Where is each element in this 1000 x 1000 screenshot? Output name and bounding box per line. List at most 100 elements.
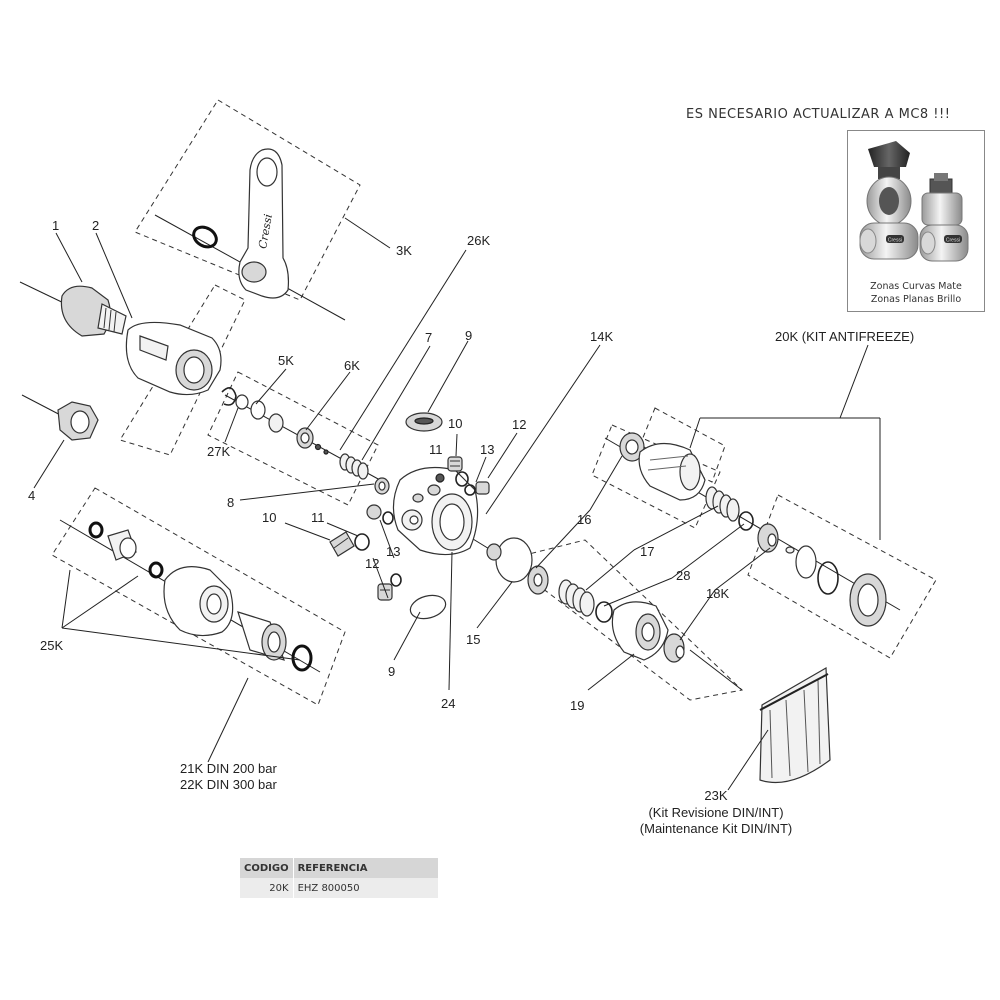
callout-18k: 18K xyxy=(706,586,729,601)
maintenance-kit-code: 23K xyxy=(704,788,727,803)
callout-19: 19 xyxy=(570,698,584,713)
oring-25k-c xyxy=(291,644,313,672)
table-cell-code: 20K xyxy=(240,878,294,898)
photo-caption-gloss: Zonas Planas Brillo xyxy=(870,294,962,305)
callout-25k: 25K xyxy=(40,638,63,653)
oring-25k-a xyxy=(88,521,104,539)
diaphragm-9-bottom xyxy=(409,594,447,620)
reference-table: CODIGO REFERENCIA 20K EHZ 800050 xyxy=(240,858,438,898)
callout-13-right: 13 xyxy=(480,442,494,457)
callout-10-left: 10 xyxy=(262,510,276,525)
yoke-bracket-3k xyxy=(238,148,290,299)
oring-13-right xyxy=(464,484,476,496)
seat-13-left xyxy=(366,504,382,520)
oring-25k-b xyxy=(148,561,164,579)
oring-13-left-a xyxy=(382,511,394,525)
washer-28 xyxy=(738,511,754,531)
pin-18k xyxy=(785,546,795,554)
callout-14k: 14K xyxy=(590,329,613,344)
callout-27k: 27K xyxy=(207,444,230,459)
oring-11-left xyxy=(354,533,370,551)
antifreeze-cap-20k xyxy=(638,442,706,501)
plug-10-right xyxy=(447,456,463,472)
spring-17 xyxy=(705,486,740,522)
oring-18k xyxy=(817,561,839,595)
callout-28: 28 xyxy=(676,568,690,583)
plug-12-left xyxy=(377,583,393,601)
plug-18k-lower xyxy=(663,633,685,663)
din-fitting-25k xyxy=(107,529,137,561)
callout-16: 16 xyxy=(577,512,591,527)
yoke-body-2 xyxy=(125,321,222,396)
callout-6k: 6K xyxy=(344,358,360,373)
yoke-knob-1 xyxy=(60,285,127,337)
seat-5k xyxy=(268,413,284,433)
main-body-24 xyxy=(392,467,479,556)
plug-9-top xyxy=(405,412,443,432)
kit-antifreeze-label: 20K (KIT ANTIFREEZE) xyxy=(775,329,914,344)
din-kit-label-21k: 21K DIN 200 bar xyxy=(180,761,278,776)
washer-27k xyxy=(235,394,249,410)
seat-15-inner xyxy=(486,543,502,561)
cap-19 xyxy=(611,601,669,661)
din-kit-label-22k: 22K DIN 300 bar xyxy=(180,777,278,792)
callout-26k: 26K xyxy=(467,233,490,248)
oring-3k xyxy=(192,225,218,249)
callout-2: 2 xyxy=(92,218,99,233)
plug-12-right xyxy=(475,481,490,495)
circlip-27k xyxy=(221,387,237,406)
photo-brand-mark-right: Cressi xyxy=(946,238,960,244)
callout-8: 8 xyxy=(227,495,234,510)
cap-16 xyxy=(527,565,549,595)
product-photo: Cressi Cressi Zonas Curvas Mate Zonas Pl… xyxy=(847,130,985,312)
callout-10-right: 10 xyxy=(448,416,462,431)
callout-12-right: 12 xyxy=(512,417,526,432)
din-wheel-21k xyxy=(163,566,234,637)
callout-12-left: 12 xyxy=(365,556,379,571)
adjuster-18k xyxy=(757,523,779,553)
din-connector-22k xyxy=(237,611,287,661)
callout-9-bottom: 9 xyxy=(388,664,395,679)
yoke-brand: Cressi xyxy=(256,213,275,250)
callout-9-top: 9 xyxy=(465,328,472,343)
callout-13-left: 13 xyxy=(386,544,400,559)
washer-28-lower xyxy=(595,601,613,623)
kit-box-20k-left xyxy=(639,407,726,483)
plug-10-left xyxy=(329,531,355,557)
cover-18k xyxy=(849,573,887,627)
callout-11-left: 11 xyxy=(311,510,325,525)
spring-17-lower xyxy=(558,579,595,617)
update-note: ES NECESARIO ACTUALIZAR A MC8 !!! xyxy=(686,107,951,122)
callout-3k: 3K xyxy=(396,243,412,258)
callout-11-right: 11 xyxy=(429,442,443,457)
table-row: 20K EHZ 800050 xyxy=(240,878,438,898)
table-header-reference: REFERENCIA xyxy=(293,858,438,878)
callout-1: 1 xyxy=(52,218,59,233)
kit-box-18k xyxy=(747,494,937,659)
maintenance-bag-23k xyxy=(759,666,831,784)
callout-15: 15 xyxy=(466,632,480,647)
callout-5k: 5K xyxy=(278,353,294,368)
photo-caption-matte: Zonas Curvas Mate xyxy=(870,281,962,292)
spring-7 xyxy=(339,453,369,480)
callout-7: 7 xyxy=(425,330,432,345)
callout-24: 24 xyxy=(441,696,455,711)
callout-17: 17 xyxy=(640,544,654,559)
nut-4 xyxy=(57,401,99,441)
diaphragm-15 xyxy=(495,537,533,583)
kit-box-25k xyxy=(51,487,346,706)
maintenance-kit-it: (Kit Revisione DIN/INT) xyxy=(648,805,783,820)
table-header-code: CODIGO xyxy=(240,858,294,878)
diaphragm-18k xyxy=(795,545,817,579)
maintenance-kit-en: (Maintenance Kit DIN/INT) xyxy=(640,821,792,836)
regulator-photo-illustration: Cressi Cressi xyxy=(859,141,969,262)
piston-8 xyxy=(374,477,390,495)
filter-5k xyxy=(250,400,266,420)
kit-box-27k-6k xyxy=(207,371,379,506)
callout-4: 4 xyxy=(28,488,35,503)
table-cell-reference: EHZ 800050 xyxy=(293,878,438,898)
diaphragm-cover-16-upper xyxy=(619,432,645,462)
kit-box-2 xyxy=(119,284,246,456)
photo-brand-mark-left: Cressi xyxy=(888,238,902,244)
